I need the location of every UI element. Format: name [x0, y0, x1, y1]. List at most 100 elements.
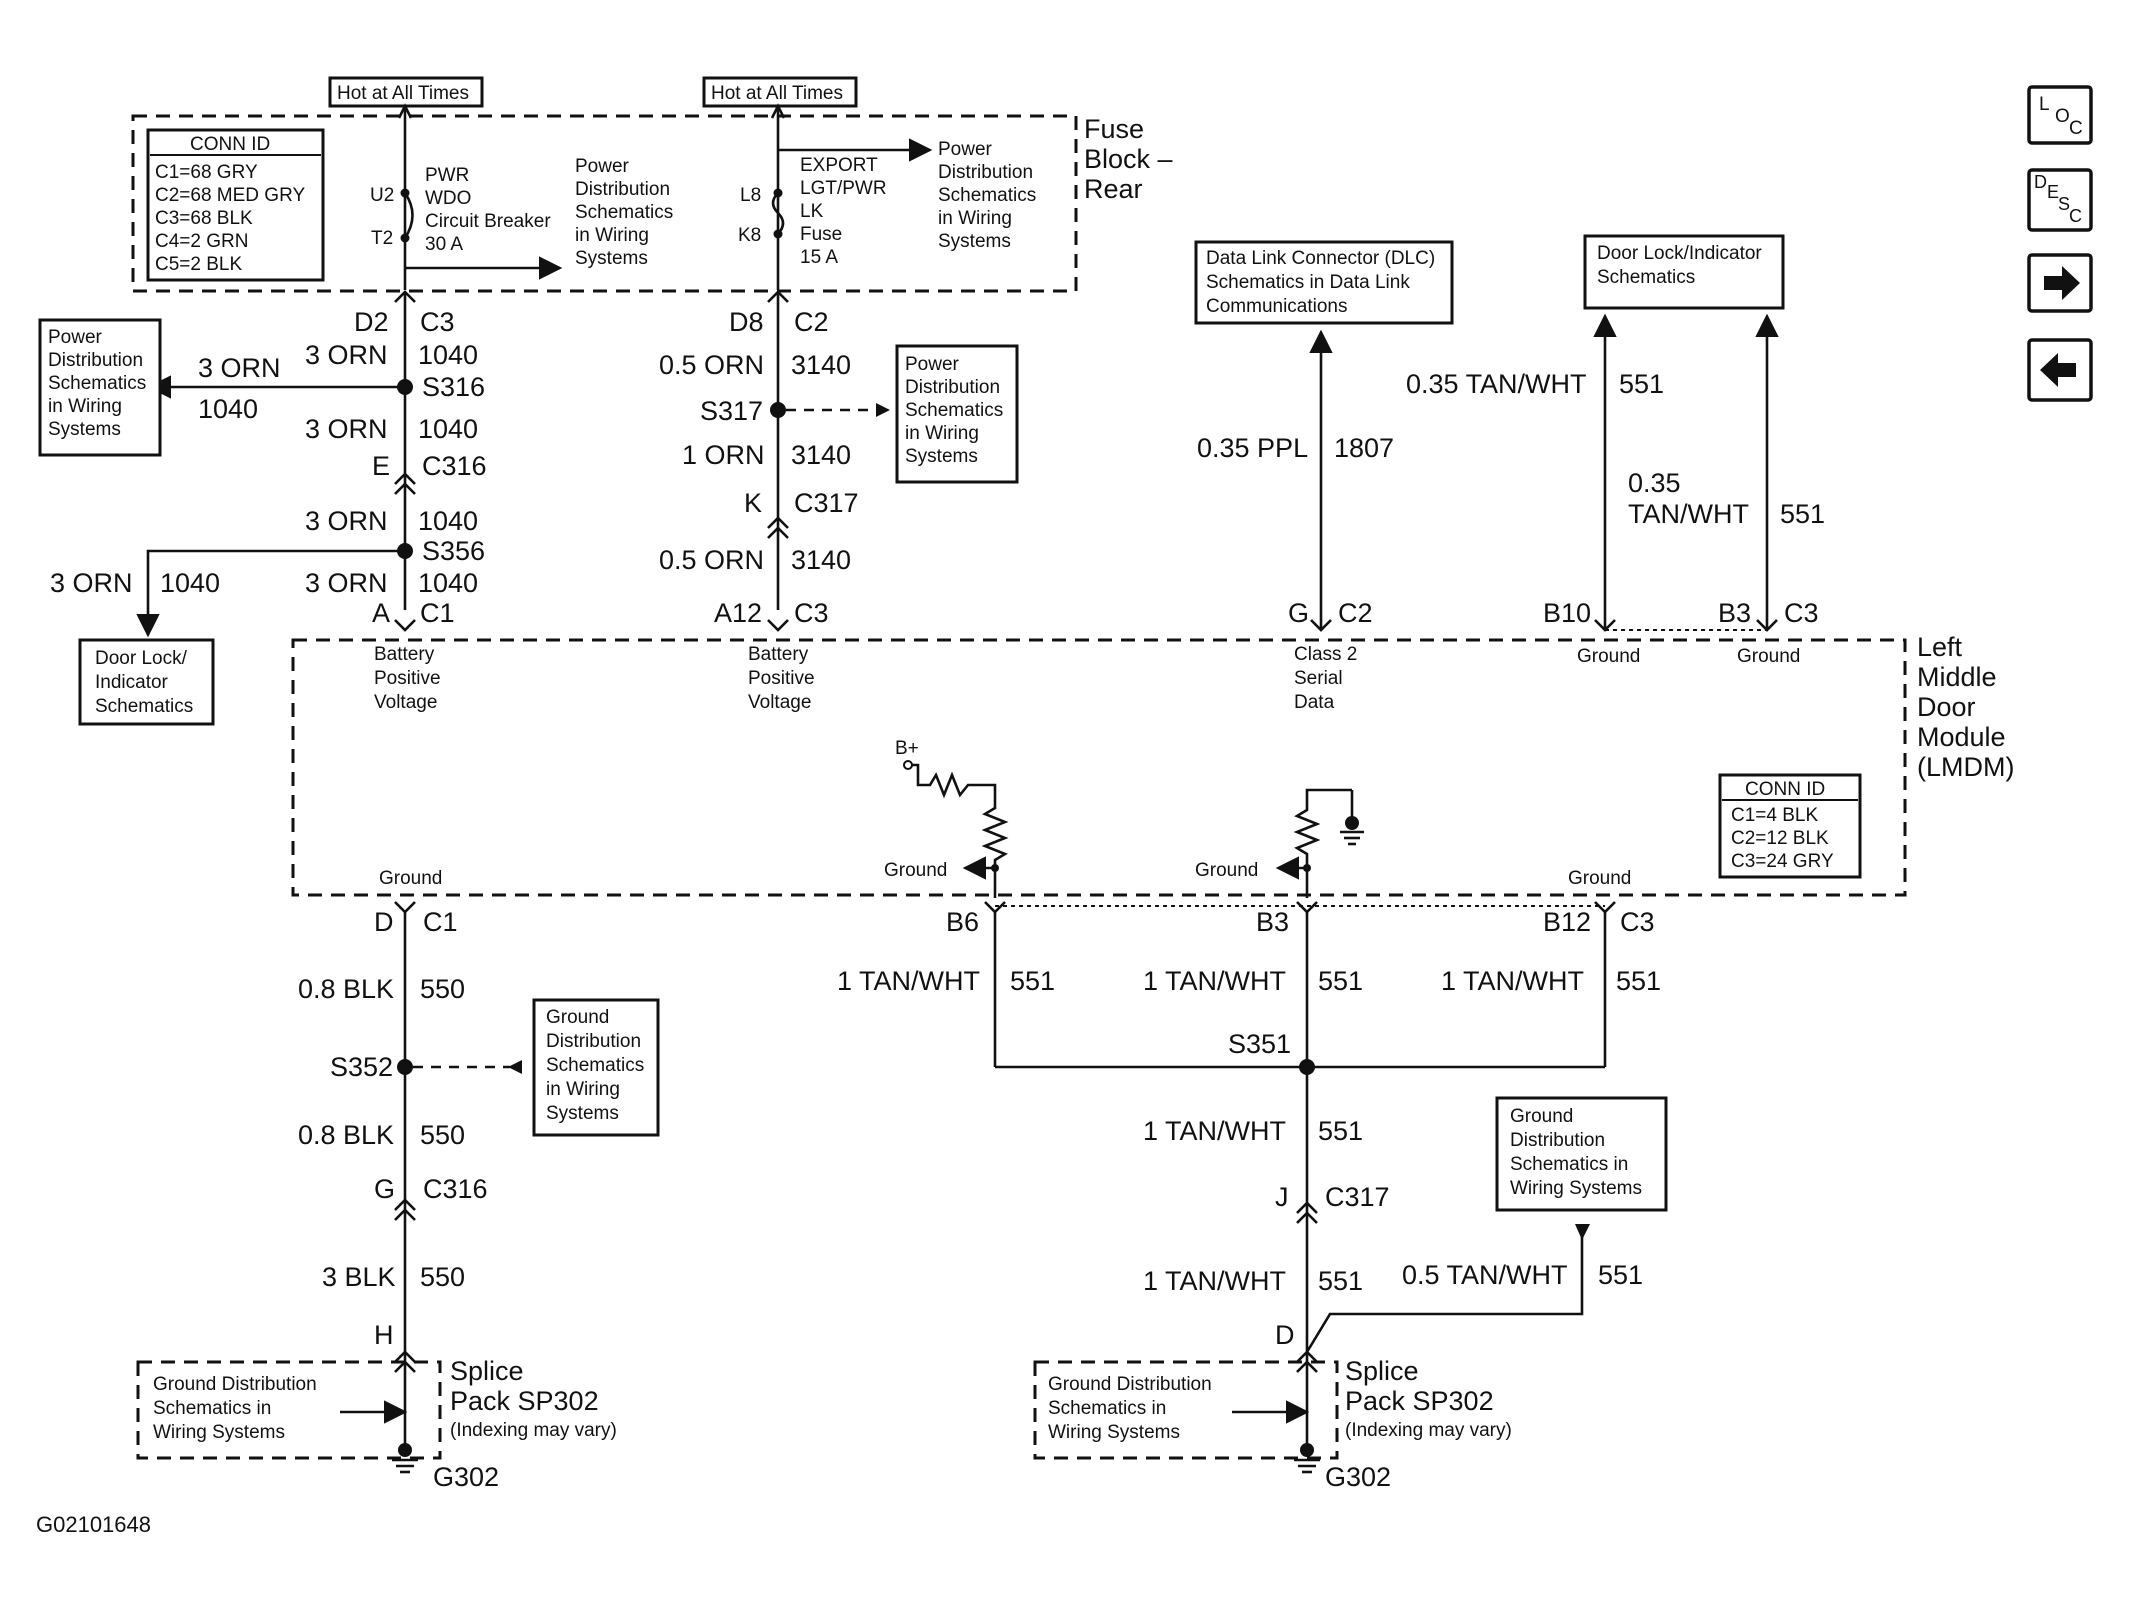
ref-power-distribution-fuse: Power Distribution Schematics in Wiring … [938, 139, 1036, 252]
svg-text:C1: C1 [423, 907, 458, 937]
svg-text:551: 551 [1318, 966, 1363, 996]
svg-text:Ground: Ground [546, 1007, 609, 1028]
splice-pack-left: Ground Distribution Schematics in Wiring… [136, 1356, 617, 1460]
svg-text:551: 551 [1598, 1260, 1643, 1290]
svg-text:Schematics in Data Link: Schematics in Data Link [1206, 272, 1410, 293]
connector-label-c316: C316 [422, 451, 487, 481]
svg-text:Battery: Battery [374, 644, 435, 665]
ref-ground-distribution-551: Ground Distribution Schematics in Wiring… [1495, 1096, 1668, 1212]
svg-text:550: 550 [420, 974, 465, 1004]
circuit-550: D C1 0.8 BLK 550 S352 Ground Distributio… [136, 901, 660, 1492]
loc-button[interactable]: L O C [2027, 85, 2093, 145]
svg-text:550: 550 [420, 1120, 465, 1150]
ref-dlc: Data Link Connector (DLC) Schematics in … [1194, 240, 1454, 325]
fuse-terminal-bottom: K8 [738, 225, 761, 246]
b-plus-label: B+ [895, 738, 919, 759]
svg-text:1 TAN/WHT: 1 TAN/WHT [1143, 966, 1286, 996]
svg-text:Splice: Splice [1345, 1356, 1419, 1386]
svg-text:Ground: Ground [1195, 860, 1258, 881]
svg-text:TAN/WHT: TAN/WHT [1628, 499, 1749, 529]
svg-text:Ground: Ground [1568, 868, 1631, 889]
svg-text:Ground: Ground [379, 868, 442, 889]
svg-text:C3: C3 [1620, 907, 1655, 937]
svg-text:3140: 3140 [791, 440, 851, 470]
right-arrow-icon [2044, 266, 2080, 300]
svg-text:B10: B10 [1543, 598, 1591, 628]
svg-text:Data: Data [1294, 692, 1335, 713]
svg-text:1040: 1040 [198, 394, 258, 424]
fuse-line: Fuse [800, 224, 842, 245]
fuse-conn-line: C4=2 GRN [155, 231, 248, 252]
svg-text:in Wiring: in Wiring [938, 208, 1012, 229]
splice-label-s356: S356 [422, 536, 485, 566]
svg-text:1 TAN/WHT: 1 TAN/WHT [837, 966, 980, 996]
svg-text:O: O [2055, 106, 2070, 127]
svg-text:Door Lock/Indicator: Door Lock/Indicator [1597, 243, 1762, 264]
svg-text:Class 2: Class 2 [1294, 644, 1357, 665]
next-arrow-button[interactable] [2027, 253, 2093, 313]
svg-text:Wiring Systems: Wiring Systems [1510, 1178, 1642, 1199]
splice-label-s352: S352 [330, 1052, 393, 1082]
svg-text:551: 551 [1616, 966, 1661, 996]
svg-text:C2=12 BLK: C2=12 BLK [1731, 828, 1829, 849]
svg-text:B6: B6 [946, 907, 979, 937]
svg-text:Wiring Systems: Wiring Systems [1048, 1422, 1180, 1443]
loc-icon: L [2039, 94, 2050, 115]
svg-text:0.5 ORN: 0.5 ORN [659, 545, 764, 575]
svg-text:C1: C1 [420, 598, 455, 628]
svg-text:D: D [1275, 1320, 1295, 1350]
hot-at-all-times-right: Hot at All Times [702, 76, 858, 108]
svg-text:C2: C2 [794, 307, 829, 337]
svg-text:0.35 PPL: 0.35 PPL [1197, 433, 1308, 463]
svg-text:in Wiring: in Wiring [48, 396, 122, 417]
ref-power-distribution-s317: Power Distribution Schematics in Wiring … [895, 344, 1019, 484]
svg-text:B3: B3 [1256, 907, 1289, 937]
svg-text:3 ORN: 3 ORN [305, 340, 388, 370]
svg-text:G: G [374, 1174, 395, 1204]
svg-text:Schematics: Schematics [905, 400, 1003, 421]
fuse-conn-line: C2=68 MED GRY [155, 185, 305, 206]
svg-text:in Wiring: in Wiring [575, 225, 649, 246]
ref-ground-distribution-s352: Ground Distribution Schematics in Wiring… [532, 998, 660, 1137]
module-name-line: (LMDM) [1917, 752, 2014, 782]
fuse-conn-id-title: CONN ID [190, 134, 270, 155]
splice-label-s317: S317 [700, 396, 763, 426]
fuse-conn-line: C5=2 BLK [155, 254, 242, 275]
svg-text:Hot at All Times: Hot at All Times [711, 83, 843, 104]
svg-text:Pack SP302: Pack SP302 [450, 1386, 599, 1416]
connector-label-c317: C317 [794, 488, 859, 518]
svg-text:B12: B12 [1543, 907, 1591, 937]
svg-text:551: 551 [1318, 1266, 1363, 1296]
svg-text:Power: Power [905, 354, 960, 375]
cb-line: Circuit Breaker [425, 211, 551, 232]
module-name-line: Door [1917, 692, 1976, 722]
svg-text:Schematics: Schematics [546, 1055, 644, 1076]
svg-text:Indicator: Indicator [95, 672, 169, 693]
svg-text:Distribution: Distribution [48, 350, 143, 371]
fuse-block-title-1: Fuse [1084, 114, 1144, 144]
svg-text:0.8 BLK: 0.8 BLK [298, 974, 394, 1004]
svg-text:E: E [372, 451, 390, 481]
svg-text:Schematics: Schematics [1597, 267, 1695, 288]
cb-line: PWR [425, 165, 469, 186]
ground-g302-right: G302 [1325, 1462, 1391, 1492]
fuse-block-title-3: Rear [1084, 174, 1143, 204]
svg-text:(Indexing may vary): (Indexing may vary) [1345, 1420, 1512, 1441]
circuit-551-upper: Door Lock/Indicator Schematics 0.35 TAN/… [1406, 234, 1825, 632]
svg-text:3 BLK: 3 BLK [322, 1262, 396, 1292]
svg-text:1040: 1040 [160, 568, 220, 598]
svg-text:1040: 1040 [418, 506, 478, 536]
svg-text:3140: 3140 [791, 545, 851, 575]
circuit-1807: Data Link Connector (DLC) Schematics in … [1194, 240, 1454, 632]
svg-text:0.5 TAN/WHT: 0.5 TAN/WHT [1402, 1260, 1568, 1290]
svg-text:C3: C3 [420, 307, 455, 337]
svg-text:Schematics: Schematics [938, 185, 1036, 206]
svg-text:Systems: Systems [938, 231, 1011, 252]
svg-text:Communications: Communications [1206, 296, 1348, 317]
svg-text:Voltage: Voltage [748, 692, 811, 713]
left-arrow-icon [2040, 353, 2076, 387]
splice-label-s351: S351 [1228, 1029, 1291, 1059]
svg-text:C3: C3 [1784, 598, 1819, 628]
desc-button[interactable]: D E S C [2027, 168, 2093, 232]
prev-arrow-button[interactable] [2027, 338, 2093, 402]
